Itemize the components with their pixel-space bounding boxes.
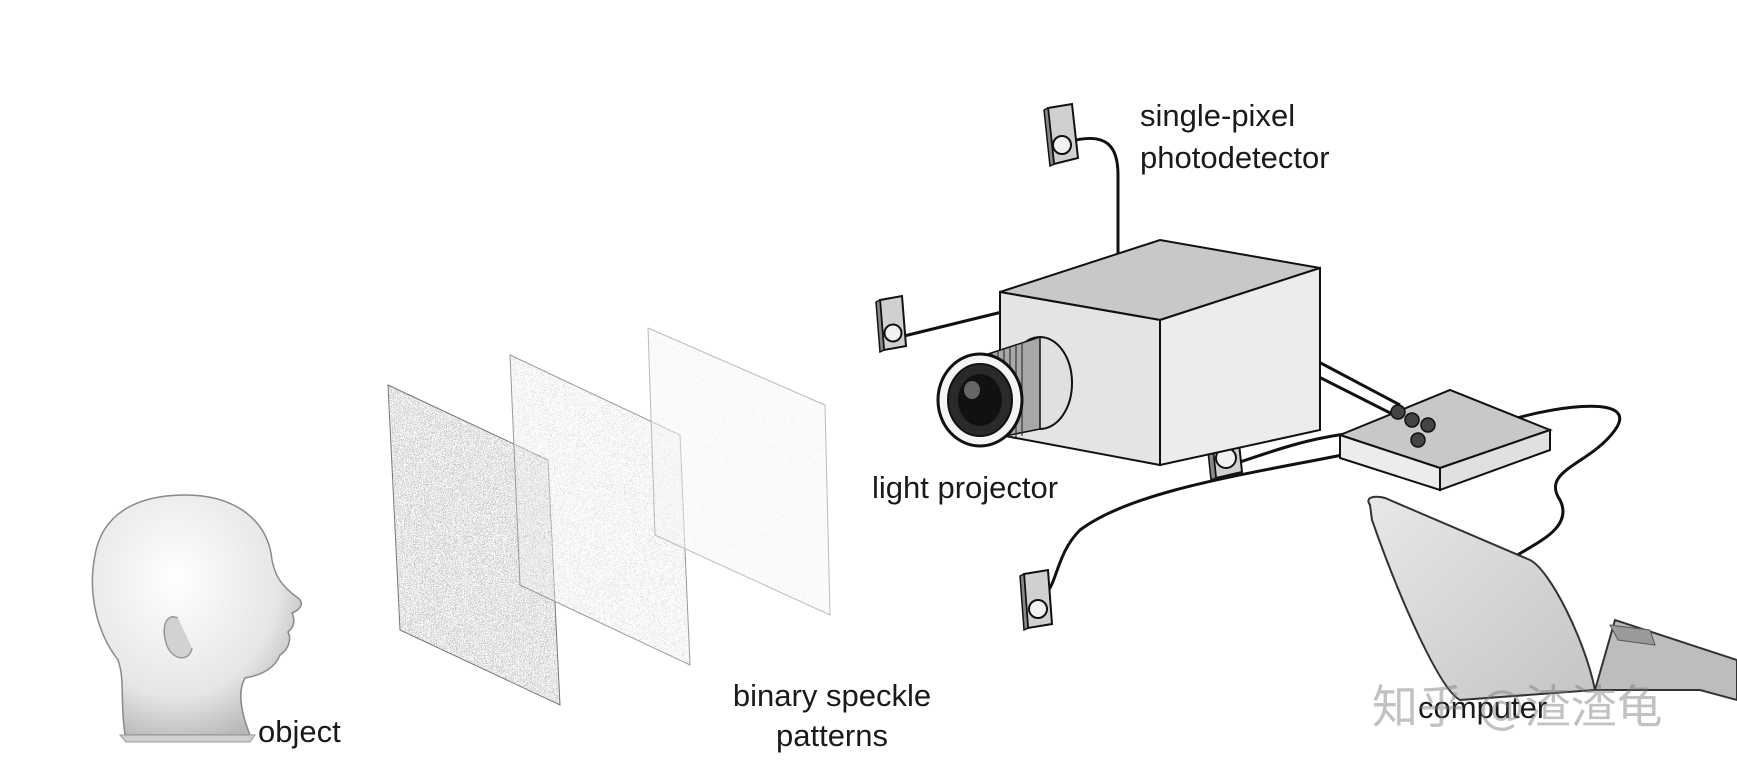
watermark-text: 知乎 @渣渣龟 xyxy=(1372,680,1663,734)
controller-box xyxy=(1337,388,1553,492)
photodetector-bottom-icon xyxy=(1019,568,1054,632)
object-label: object xyxy=(258,714,341,749)
photodetector-label-line2: photodetector xyxy=(1140,140,1330,175)
computer-label: computer xyxy=(1418,690,1548,725)
light-projector xyxy=(936,238,1321,467)
patterns-label-line2: patterns xyxy=(775,718,888,753)
laptop-computer xyxy=(1367,495,1737,702)
photodetector-left-icon xyxy=(875,294,908,354)
projector-label: light projector xyxy=(872,470,1059,505)
photodetector-top-icon xyxy=(1043,102,1080,168)
head-object xyxy=(91,494,303,743)
photodetector-label-line1: single-pixel xyxy=(1140,98,1296,133)
patterns-label-line1: binary speckle xyxy=(732,678,932,713)
